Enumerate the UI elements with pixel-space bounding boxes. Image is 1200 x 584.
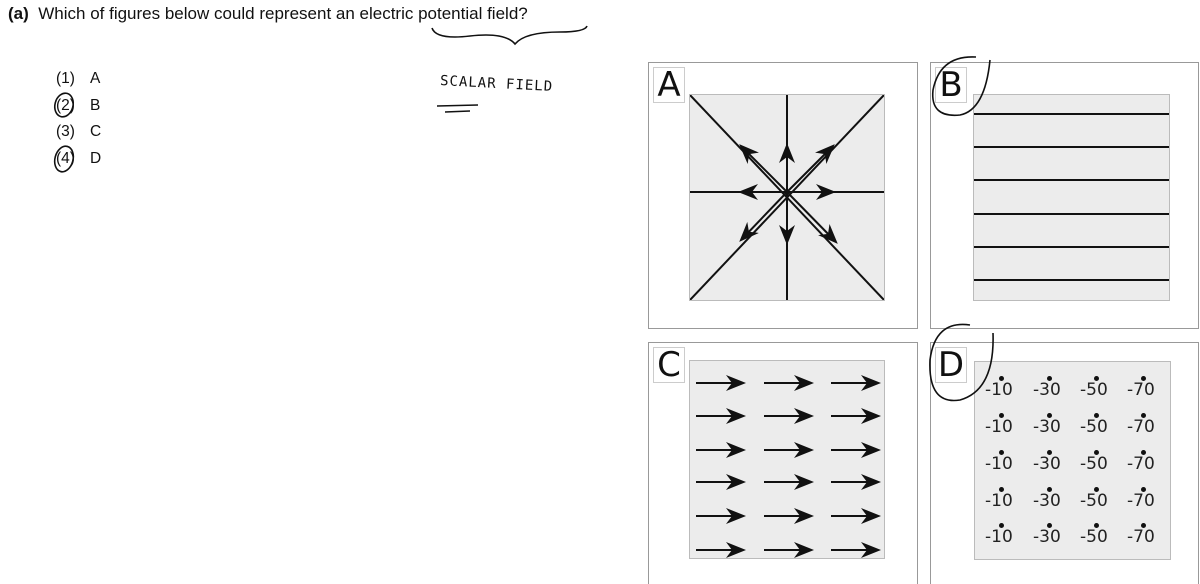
point-dot	[1094, 413, 1099, 418]
option-letter: D	[90, 149, 102, 167]
point-dot	[1047, 487, 1052, 492]
potential-value: -10	[985, 417, 1013, 437]
figure-d-field: -10-30-50-70-10-30-50-70-10-30-50-70-10-…	[974, 361, 1171, 560]
radial-field-lines	[689, 94, 885, 301]
question: (a) Which of figures below could represe…	[8, 4, 528, 24]
potential-value: -50	[1080, 380, 1108, 400]
question-label: (a)	[8, 4, 29, 23]
potential-value: -30	[1033, 417, 1061, 437]
potential-value: -50	[1080, 527, 1108, 547]
potential-value: -70	[1127, 380, 1155, 400]
option-letter: B	[90, 96, 101, 114]
point-dot	[1094, 376, 1099, 381]
potential-value: -30	[1033, 527, 1061, 547]
point-dot	[1141, 523, 1146, 528]
figure-c-label: C	[653, 347, 685, 383]
point-dot	[999, 413, 1004, 418]
figure-a-label: A	[653, 67, 685, 103]
potential-value: -30	[1033, 454, 1061, 474]
handwritten-annotation: SCALAR FIELD	[439, 73, 554, 95]
point-dot	[1047, 450, 1052, 455]
point-dot	[1094, 523, 1099, 528]
figure-c: C	[648, 342, 918, 584]
point-dot	[999, 523, 1004, 528]
brace-mark	[431, 25, 588, 46]
point-dot	[1141, 376, 1146, 381]
point-dot	[1094, 487, 1099, 492]
potential-value: -10	[985, 454, 1013, 474]
point-dot	[1141, 450, 1146, 455]
figure-d: D -10 -30 -50 -70 -10 -30 -50 -70 -10 -30 -50 -70 -1…	[930, 342, 1199, 584]
potential-value: -30	[1033, 491, 1061, 511]
point-dot	[1094, 450, 1099, 455]
potential-value: -10	[985, 380, 1013, 400]
option-number: (1)	[56, 70, 75, 87]
potential-value: -50	[1080, 454, 1108, 474]
uniform-vector-field	[696, 375, 881, 558]
point-dot	[1047, 523, 1052, 528]
figure-a-field	[689, 94, 885, 301]
option-letter: A	[90, 70, 101, 87]
option-4[interactable]: (4) D	[56, 146, 101, 173]
answer-options: (1) A (2) B (3) C (4) D	[56, 66, 101, 172]
potential-value: -10	[985, 527, 1013, 547]
point-dot	[999, 487, 1004, 492]
figure-d-label: D	[935, 347, 967, 383]
potential-value: -10	[985, 491, 1013, 511]
equipotential-lines	[974, 113, 1169, 281]
option-number: (4)	[56, 149, 75, 167]
potential-value: -70	[1127, 527, 1155, 547]
option-1[interactable]: (1) A	[56, 66, 101, 93]
figure-b-field	[973, 94, 1170, 301]
potential-value: -50	[1080, 417, 1108, 437]
question-text: Which of figures below could represent a…	[38, 4, 528, 23]
potential-value: -70	[1127, 454, 1155, 474]
point-dot	[1141, 413, 1146, 418]
potential-value: -30	[1033, 380, 1061, 400]
potential-value: -70	[1127, 417, 1155, 437]
underline-mark	[436, 104, 479, 113]
option-number: (2)	[56, 96, 75, 114]
figure-b: B	[930, 62, 1199, 329]
point-dot	[1141, 487, 1146, 492]
point-dot	[1047, 413, 1052, 418]
option-2[interactable]: (2) B	[56, 93, 101, 120]
point-dot	[999, 376, 1004, 381]
point-dot	[999, 450, 1004, 455]
option-letter: C	[90, 123, 102, 140]
point-dot	[1047, 376, 1052, 381]
figure-a: A	[648, 62, 918, 329]
potential-value: -70	[1127, 491, 1155, 511]
option-number: (3)	[56, 123, 75, 140]
figure-c-field	[689, 360, 885, 559]
option-3[interactable]: (3) C	[56, 119, 101, 146]
figure-b-label: B	[935, 67, 967, 103]
potential-value: -50	[1080, 491, 1108, 511]
